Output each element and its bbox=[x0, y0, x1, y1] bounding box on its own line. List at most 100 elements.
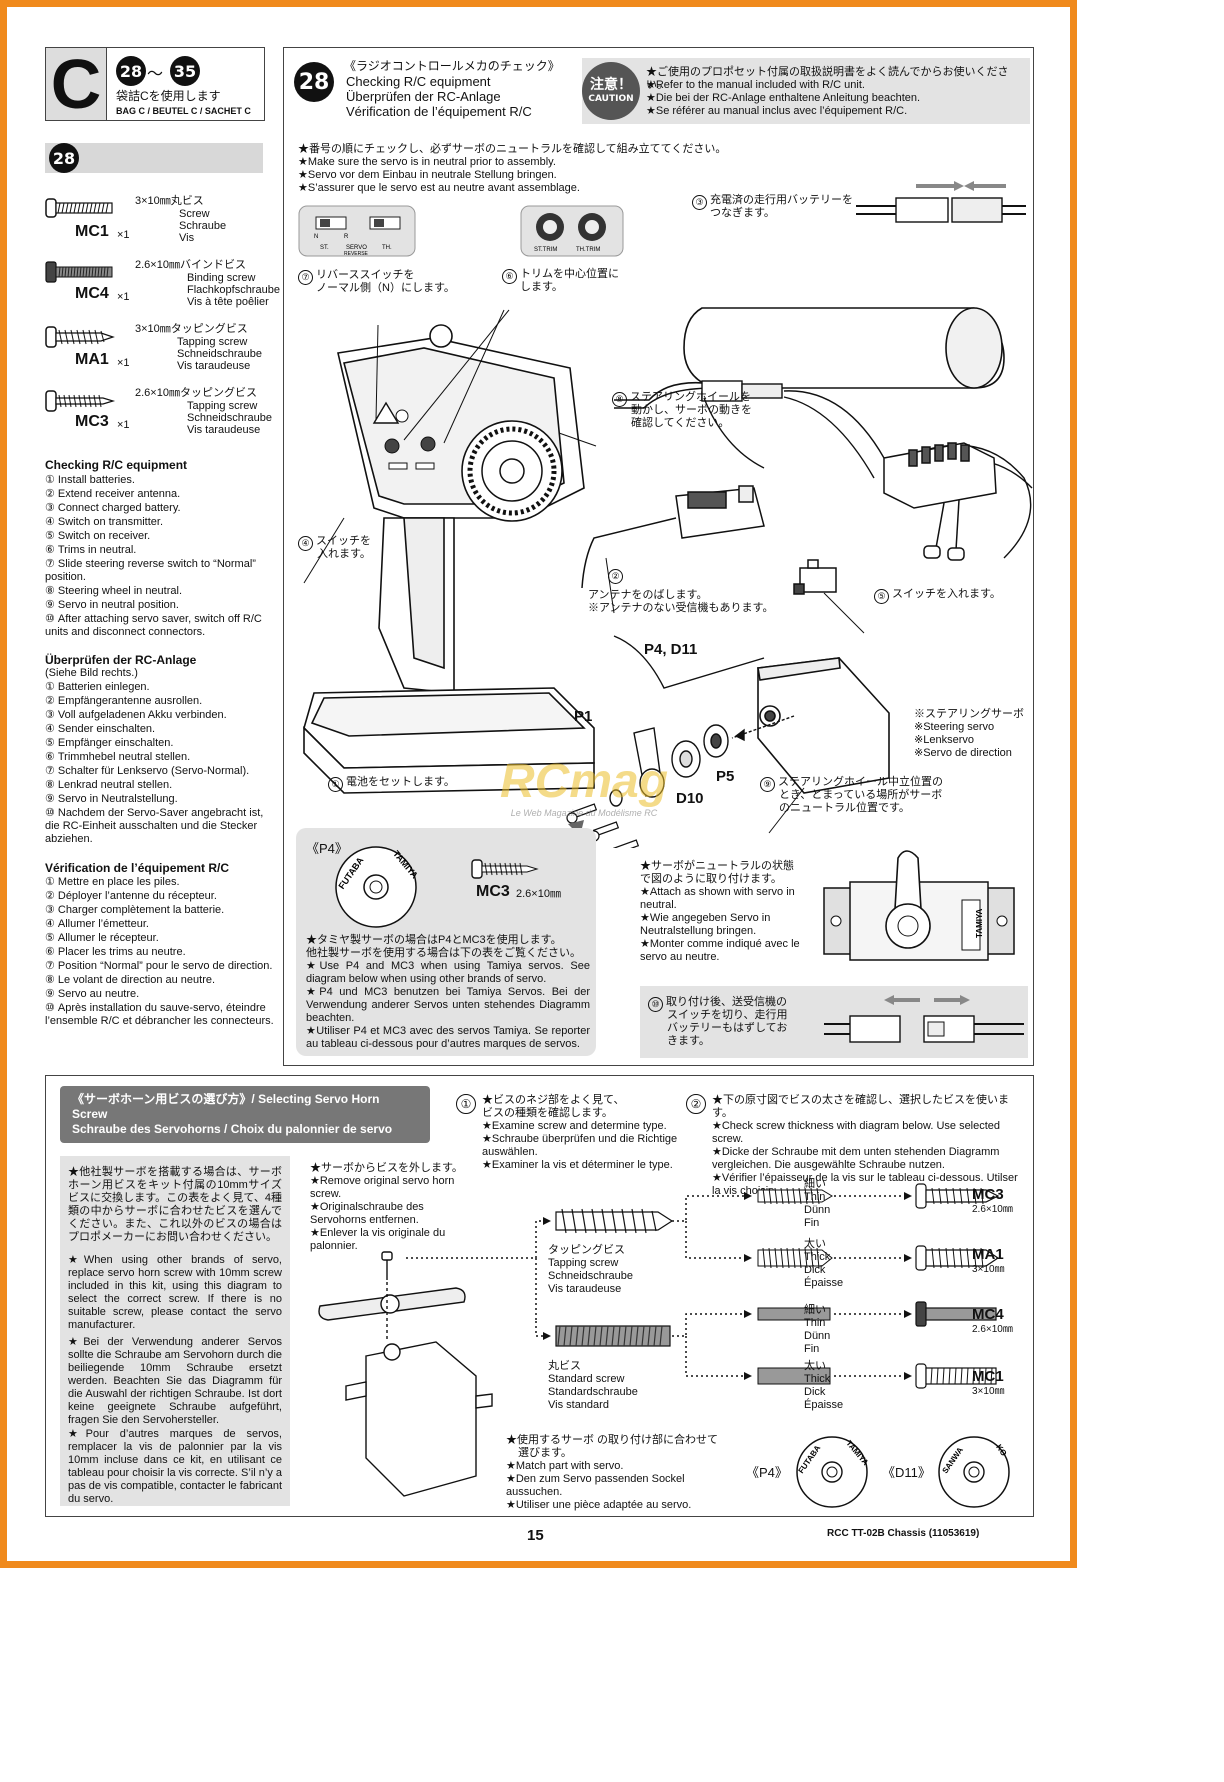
callout-6b: します。 bbox=[520, 281, 563, 293]
caution-en: CAUTION bbox=[588, 94, 634, 104]
checklist-item-number: ④ bbox=[45, 723, 55, 735]
servo-note: ※ステアリングサーボ bbox=[914, 708, 1024, 720]
checklist-item-number: ① bbox=[45, 876, 55, 888]
standard-label: 丸ビス Standard screw Standardschraube Vis … bbox=[548, 1360, 638, 1411]
servo-note: ※Steering servo bbox=[914, 721, 995, 733]
horn-screw-panel: 《サーボホーン用ビスの選び方》/ Selecting Servo Horn Sc… bbox=[45, 1075, 1034, 1517]
step-bar: 28 bbox=[45, 143, 263, 173]
reverse-switch-inset: N R ST. SERVO TH. REVERSE bbox=[298, 205, 416, 257]
checklist-item-text: Placer les trims au neutre. bbox=[57, 946, 186, 958]
neutral-note: ★Attach as shown with servo in neutral. bbox=[640, 886, 795, 911]
callout-4b: 入れます。 bbox=[317, 548, 371, 560]
checklist-item-number: ⑩ bbox=[45, 807, 55, 819]
checklist-item-text: Batterien einlegen. bbox=[57, 681, 150, 693]
result-ma1: MA1 3×10㎜ bbox=[972, 1246, 1005, 1275]
part-code: MA1 bbox=[75, 351, 109, 368]
checklist-item-text: Schalter für Lenkservo (Servo-Normal). bbox=[57, 765, 250, 777]
checklist-item-text: Déployer l’antenne du récepteur. bbox=[57, 890, 217, 902]
watermark: RCmag Le Web Magazine du Modélisme RC bbox=[424, 756, 744, 819]
checklist-item-number: ⑥ bbox=[45, 544, 55, 556]
checklist-item-text: Mettre en place les piles. bbox=[57, 876, 180, 888]
callout-9c: のニュートラル位置です。 bbox=[779, 802, 910, 814]
horn-intro: ★他社製サーボを搭載する場合は、サーボホーン用ビスをキット付属の10mmサイズビ… bbox=[68, 1166, 282, 1243]
result-mc3: MC3 2.6×10㎜ bbox=[972, 1186, 1013, 1215]
checklist-item-number: ⑤ bbox=[45, 932, 55, 944]
caution-jp: 注意！ bbox=[590, 77, 632, 93]
p4-screw-code: MC3 bbox=[476, 883, 510, 900]
horn-intro: ★Pour d’autres marques de servos, rempla… bbox=[68, 1428, 283, 1505]
callout-2b: ※アンテナのない受信機もあります。 bbox=[588, 602, 774, 614]
part-code: MC3 bbox=[75, 413, 109, 430]
callout-7b: ノーマル側（N）にします。 bbox=[316, 282, 455, 294]
checklist-item-number: ③ bbox=[45, 502, 55, 514]
p4-note: 他社製サーボを使用する場合は下の表をご覧ください。 bbox=[306, 947, 581, 959]
part-code: MC4 bbox=[75, 285, 109, 302]
checklist-item-text: Trimmhebel neutral stellen. bbox=[57, 751, 191, 763]
part-name: Tapping screw bbox=[187, 400, 258, 412]
remove-note: ★Remove original servo horn screw. bbox=[310, 1175, 455, 1200]
checklist-item-number: ⑤ bbox=[45, 737, 55, 749]
part-qty: ×1 bbox=[117, 357, 130, 369]
th-trim-label: TH.TRIM bbox=[576, 247, 600, 253]
p4-title: 《P4》 bbox=[306, 841, 348, 856]
checklist-item-text: Trims in neutral. bbox=[57, 544, 137, 556]
caution-line: ★Refer to the manual included with R/C u… bbox=[646, 79, 865, 91]
checklist-item-text: Lenkrad neutral stellen. bbox=[57, 779, 173, 791]
checklist-item-number: ① bbox=[45, 681, 55, 693]
trim-inset: ST.TRIM TH.TRIM bbox=[520, 205, 624, 257]
horn-intro: ★When using other brands of servo, repla… bbox=[68, 1254, 282, 1331]
checklist-item-text: Le volant de direction au neutre. bbox=[57, 974, 216, 986]
part-name: Flachkopfschraube bbox=[187, 284, 280, 296]
step-number: 28 bbox=[294, 62, 334, 102]
checklist-item-text: Steering wheel in neutral. bbox=[57, 585, 183, 597]
checklist-item-number: ④ bbox=[45, 918, 55, 930]
screw-icon bbox=[45, 326, 115, 348]
servo-note: ※Lenkservo bbox=[914, 734, 974, 746]
callout-2: ② bbox=[608, 568, 626, 584]
checklist-item-text: Après installation du sauve-servo, étein… bbox=[45, 1002, 274, 1027]
horn-step1: ① ★ビスのネジ部をよく見て、 ビスの種類を確認します。 ★Examine sc… bbox=[456, 1094, 686, 1172]
checklist-item-text: Empfängerantenne ausrollen. bbox=[57, 695, 203, 707]
result-mc4: MC4 2.6×10㎜ bbox=[972, 1306, 1013, 1335]
part-mc3: 2.6×10㎜タッピングビス Tapping screw Schneidschr… bbox=[45, 385, 285, 445]
p4-note: ★P4 und MC3 benutzen bei Tamiya Servos. … bbox=[306, 986, 590, 1024]
checklist-item-number: ② bbox=[45, 488, 55, 500]
st-trim-label: ST.TRIM bbox=[534, 247, 557, 253]
part-label-p4d11: P4, D11 bbox=[644, 641, 698, 658]
horn-intro: ★Bei der Verwendung anderer Servos sollt… bbox=[68, 1336, 283, 1426]
esc-unit bbox=[883, 442, 997, 561]
part-size: 3×10㎜タッピングビス bbox=[135, 323, 248, 335]
checklist-item-number: ⑦ bbox=[45, 765, 55, 777]
callout-8b: 動かし、サーボの動きを bbox=[631, 404, 752, 416]
d11-horn-icon: SANWA KO bbox=[938, 1436, 1010, 1508]
p4-label: 《P4》 bbox=[746, 1465, 788, 1480]
checklist-item-text: After attaching servo saver, switch off … bbox=[45, 613, 262, 638]
callout-2a: アンテナをのばします。 bbox=[588, 589, 708, 601]
tapping-screw-icon bbox=[555, 1208, 674, 1234]
step-title-de: Überprüfen der RC-Anlage bbox=[346, 89, 501, 104]
checklist-item-text: Servo au neutre. bbox=[57, 988, 140, 1000]
caution-badge: 注意！ CAUTION bbox=[582, 62, 640, 120]
checklist-item-text: Switch on transmitter. bbox=[57, 516, 164, 528]
neutral-note: ★サーボがニュートラルの状態で図のように取り付けます。 bbox=[640, 860, 794, 885]
switch-reverse-label: REVERSE bbox=[344, 251, 369, 257]
